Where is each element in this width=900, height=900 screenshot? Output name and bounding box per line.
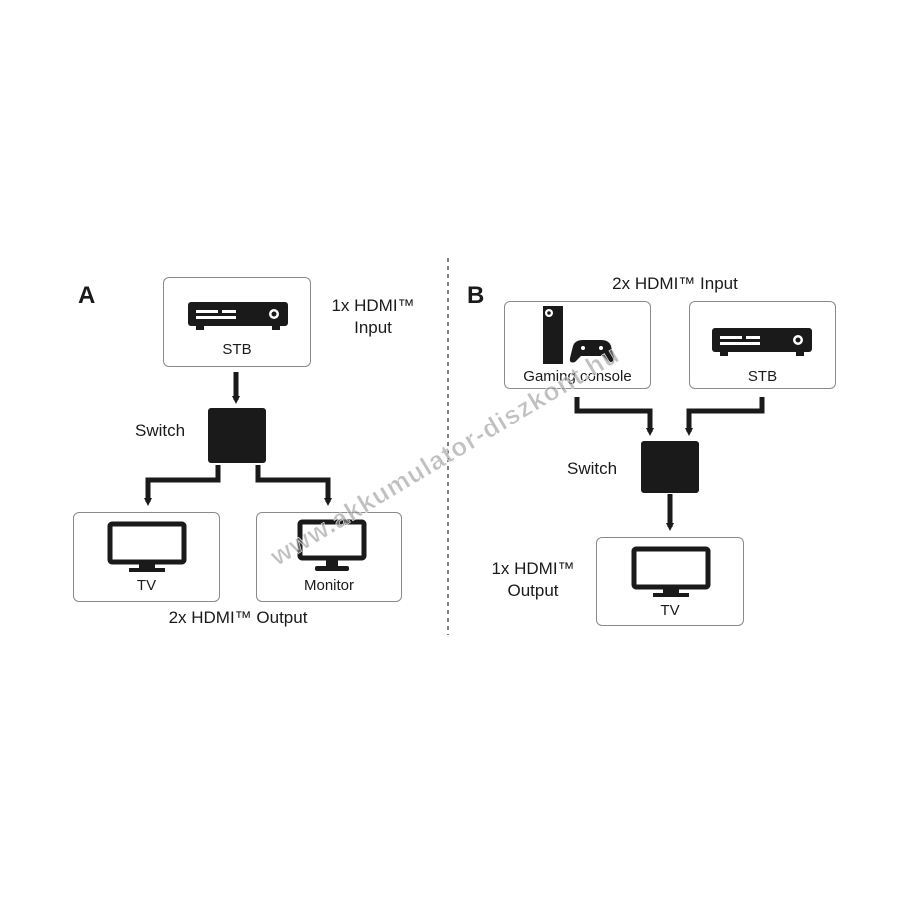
- set-top-box-icon: [712, 328, 812, 356]
- tv-box-a: TV: [73, 512, 220, 602]
- tv-icon: [631, 546, 711, 597]
- stb-box-b: STB: [689, 301, 836, 389]
- input-label-a: 1x HDMI™ Input: [318, 295, 428, 339]
- input-label-a-line1: 1x HDMI™: [331, 296, 415, 315]
- stb-box-a: STB: [163, 277, 311, 367]
- input-label-a-line2: Input: [354, 318, 392, 337]
- monitor-icon: [297, 519, 367, 571]
- input-label-b: 2x HDMI™ Input: [612, 274, 738, 293]
- console-label: Gaming console: [523, 368, 632, 385]
- set-top-box-icon: [188, 302, 288, 330]
- gaming-console-icon: [543, 306, 615, 364]
- switch-label-a: Switch: [135, 421, 186, 440]
- tv-label-b: TV: [660, 602, 680, 619]
- arrow-console-to-switch: [574, 397, 654, 436]
- switch-a: [208, 408, 266, 463]
- stb-label-a: STB: [222, 341, 252, 358]
- panel-b-letter: B: [467, 282, 485, 309]
- arrow-switch-to-tv: [144, 465, 221, 506]
- monitor-label: Monitor: [303, 577, 355, 594]
- tv-label-a: TV: [136, 577, 157, 594]
- panel-a-letter: A: [78, 282, 96, 309]
- tv-box-b: TV: [596, 537, 744, 626]
- switch-label-b: Switch: [567, 459, 618, 478]
- console-box: Gaming console: [504, 301, 651, 389]
- arrow-switch-to-monitor: [255, 465, 332, 506]
- output-label-b-line2: Output: [507, 581, 559, 600]
- switch-b: [641, 441, 699, 493]
- output-label-a: 2x HDMI™ Output: [168, 608, 308, 627]
- output-label-b-line1: 1x HDMI™: [491, 559, 575, 578]
- arrow-stb-to-switch-b: [685, 397, 765, 436]
- stb-label-b: STB: [747, 368, 778, 385]
- output-label-b: 1x HDMI™ Output: [478, 558, 588, 602]
- tv-icon: [107, 521, 187, 572]
- monitor-box: Monitor: [256, 512, 402, 602]
